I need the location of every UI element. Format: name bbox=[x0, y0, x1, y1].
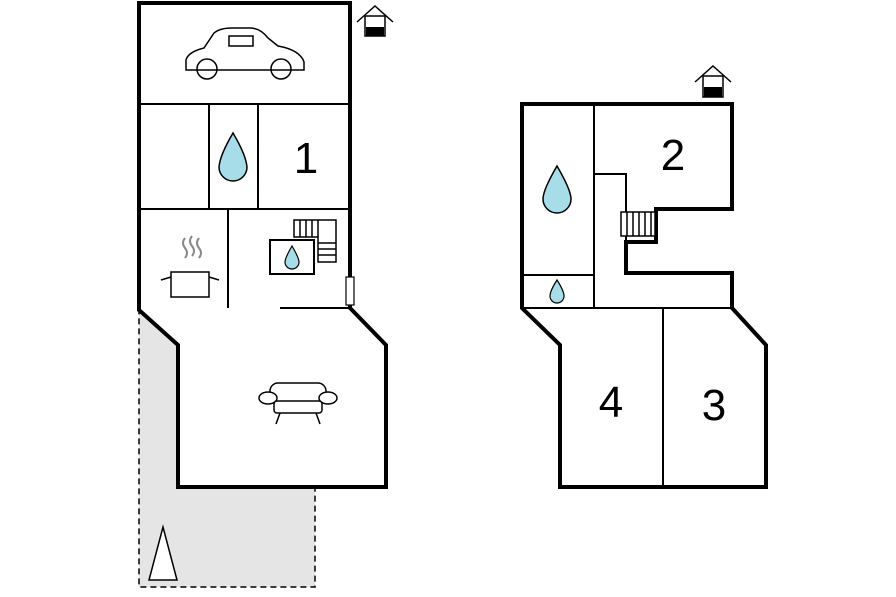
room-label-4: 4 bbox=[599, 378, 623, 427]
entrance-icon bbox=[694, 64, 732, 98]
ground-floor: 1 bbox=[137, 1, 394, 588]
room-label-1: 1 bbox=[294, 134, 318, 183]
stairs-icon bbox=[293, 219, 337, 263]
room-label-3: 3 bbox=[702, 381, 726, 430]
kitchen-pot-icon bbox=[160, 235, 220, 298]
entrance-icon bbox=[356, 4, 394, 37]
upper-floor: 2 4 3 bbox=[520, 64, 768, 489]
ground-floor-outline bbox=[137, 1, 388, 489]
north-arrow-icon bbox=[148, 524, 178, 581]
stairs-icon bbox=[620, 211, 656, 237]
sofa-icon bbox=[258, 382, 338, 425]
water-drop-icon bbox=[218, 131, 248, 182]
door-marker bbox=[345, 276, 355, 306]
sink-icon bbox=[269, 239, 315, 275]
car-icon bbox=[185, 27, 305, 80]
water-drop-icon bbox=[549, 278, 565, 304]
upper-floor-outline bbox=[520, 102, 768, 489]
room-label-2: 2 bbox=[661, 131, 685, 180]
water-drop-icon bbox=[542, 164, 572, 214]
